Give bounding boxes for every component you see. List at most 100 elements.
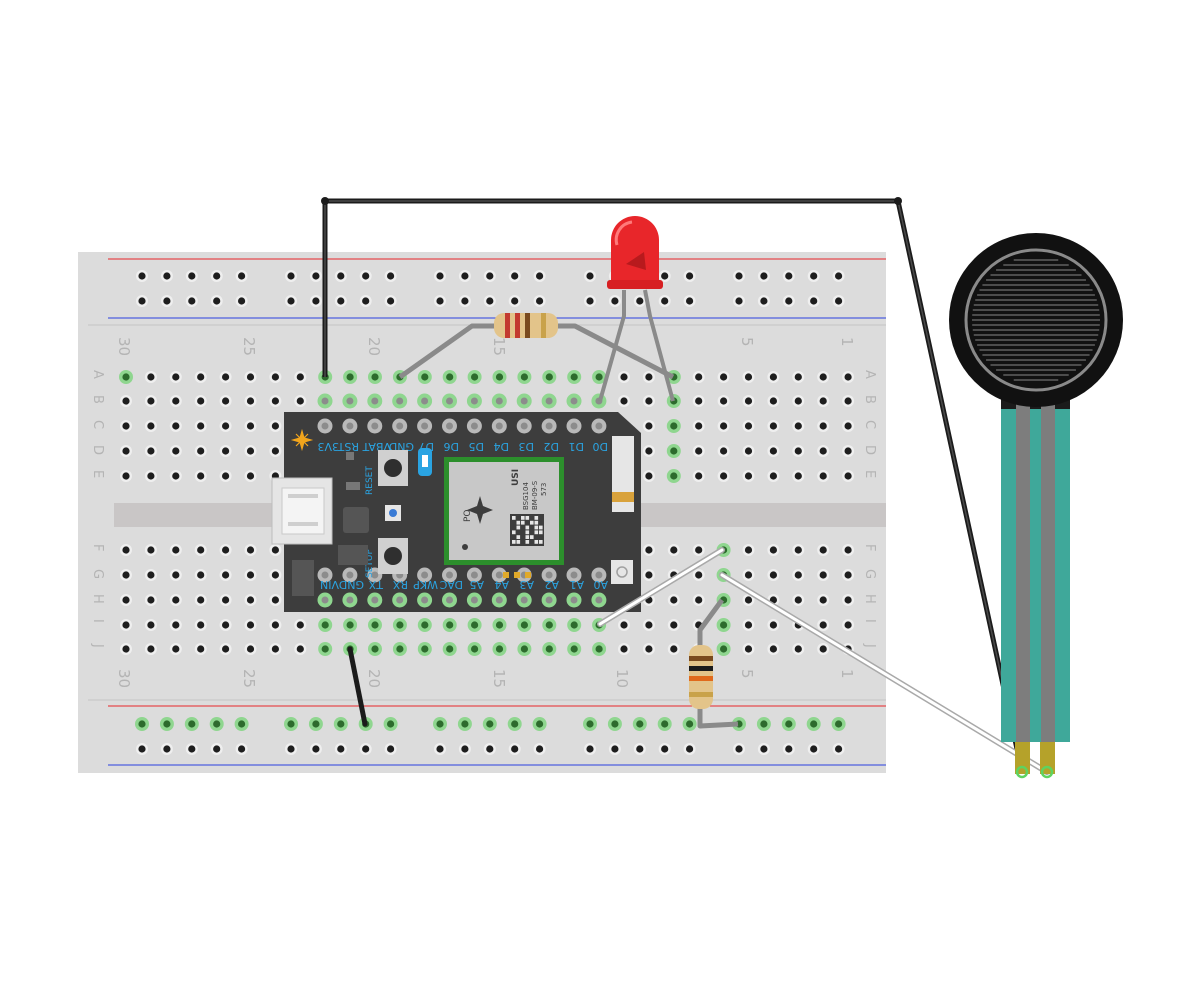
breadboard-hole[interactable]: [471, 621, 479, 629]
breadboard-hole[interactable]: [511, 745, 519, 753]
breadboard-hole[interactable]: [197, 422, 205, 430]
breadboard-hole[interactable]: [246, 472, 255, 480]
breadboard-hole[interactable]: [695, 472, 703, 480]
breadboard-hole[interactable]: [346, 373, 354, 381]
breadboard-hole[interactable]: [337, 720, 345, 728]
breadboard-hole[interactable]: [246, 422, 255, 430]
breadboard-hole[interactable]: [287, 745, 295, 753]
breadboard-hole[interactable]: [486, 745, 494, 753]
breadboard-hole[interactable]: [844, 571, 852, 579]
breadboard-hole[interactable]: [819, 621, 827, 629]
breadboard-hole[interactable]: [222, 472, 230, 480]
breadboard-hole[interactable]: [163, 297, 171, 305]
breadboard-hole[interactable]: [810, 745, 818, 753]
breadboard-hole[interactable]: [271, 571, 279, 579]
breadboard-hole[interactable]: [760, 720, 768, 728]
breadboard-hole[interactable]: [794, 571, 802, 579]
breadboard-hole[interactable]: [645, 447, 653, 455]
breadboard-hole[interactable]: [246, 397, 255, 405]
breadboard-hole[interactable]: [744, 645, 753, 653]
breadboard-hole[interactable]: [695, 422, 703, 430]
breadboard-hole[interactable]: [471, 373, 479, 381]
breadboard-hole[interactable]: [172, 472, 180, 480]
breadboard-hole[interactable]: [661, 297, 669, 305]
breadboard-hole[interactable]: [844, 472, 852, 480]
breadboard-hole[interactable]: [819, 645, 827, 653]
breadboard-hole[interactable]: [844, 397, 852, 405]
breadboard-hole[interactable]: [620, 373, 628, 381]
breadboard-hole[interactable]: [271, 422, 279, 430]
breadboard-hole[interactable]: [835, 745, 843, 753]
breadboard-hole[interactable]: [337, 297, 345, 305]
breadboard-hole[interactable]: [362, 745, 370, 753]
breadboard-hole[interactable]: [222, 447, 230, 455]
breadboard-hole[interactable]: [595, 645, 603, 653]
breadboard-hole[interactable]: [486, 720, 494, 728]
breadboard-hole[interactable]: [686, 272, 694, 280]
breadboard-hole[interactable]: [471, 645, 479, 653]
breadboard-hole[interactable]: [321, 621, 329, 629]
breadboard-hole[interactable]: [337, 272, 345, 280]
breadboard-hole[interactable]: [421, 621, 429, 629]
breadboard-hole[interactable]: [785, 297, 793, 305]
breadboard-hole[interactable]: [520, 645, 529, 653]
breadboard-hole[interactable]: [246, 645, 255, 653]
breadboard-hole[interactable]: [271, 373, 279, 381]
breadboard-hole[interactable]: [810, 272, 818, 280]
breadboard-hole[interactable]: [586, 297, 594, 305]
breadboard-hole[interactable]: [744, 596, 753, 604]
breadboard-hole[interactable]: [695, 447, 703, 455]
breadboard-hole[interactable]: [436, 745, 444, 753]
breadboard-hole[interactable]: [511, 297, 519, 305]
breadboard-hole[interactable]: [611, 745, 619, 753]
breadboard-hole[interactable]: [362, 297, 370, 305]
breadboard-hole[interactable]: [794, 397, 802, 405]
breadboard-hole[interactable]: [819, 422, 827, 430]
breadboard-hole[interactable]: [436, 297, 444, 305]
breadboard-hole[interactable]: [536, 297, 544, 305]
breadboard-hole[interactable]: [396, 621, 404, 629]
breadboard-hole[interactable]: [163, 720, 171, 728]
breadboard-hole[interactable]: [720, 447, 728, 455]
breadboard-hole[interactable]: [794, 645, 802, 653]
breadboard-hole[interactable]: [122, 621, 130, 629]
breadboard-hole[interactable]: [122, 596, 130, 604]
breadboard-hole[interactable]: [819, 571, 827, 579]
breadboard-hole[interactable]: [819, 472, 827, 480]
breadboard-hole[interactable]: [835, 272, 843, 280]
breadboard-hole[interactable]: [387, 297, 395, 305]
breadboard-hole[interactable]: [122, 373, 130, 381]
breadboard-hole[interactable]: [147, 571, 155, 579]
breadboard-hole[interactable]: [794, 596, 802, 604]
breadboard-hole[interactable]: [312, 272, 320, 280]
breadboard-hole[interactable]: [172, 447, 180, 455]
breadboard-hole[interactable]: [785, 720, 793, 728]
breadboard-hole[interactable]: [520, 621, 529, 629]
breadboard-hole[interactable]: [819, 596, 827, 604]
setup-button[interactable]: [384, 547, 402, 565]
breadboard-hole[interactable]: [810, 297, 818, 305]
breadboard-hole[interactable]: [819, 397, 827, 405]
breadboard-hole[interactable]: [172, 397, 180, 405]
breadboard-hole[interactable]: [645, 373, 653, 381]
breadboard-hole[interactable]: [595, 373, 603, 381]
breadboard-hole[interactable]: [371, 373, 379, 381]
breadboard-hole[interactable]: [844, 621, 852, 629]
breadboard-hole[interactable]: [436, 720, 444, 728]
breadboard-hole[interactable]: [246, 373, 255, 381]
breadboard-hole[interactable]: [122, 645, 130, 653]
breadboard-hole[interactable]: [835, 297, 843, 305]
breadboard-hole[interactable]: [222, 645, 230, 653]
breadboard-hole[interactable]: [122, 571, 130, 579]
breadboard-hole[interactable]: [661, 272, 669, 280]
breadboard-hole[interactable]: [695, 546, 703, 554]
breadboard-hole[interactable]: [446, 621, 454, 629]
breadboard-hole[interactable]: [670, 422, 678, 430]
breadboard-hole[interactable]: [720, 621, 728, 629]
breadboard-hole[interactable]: [222, 571, 230, 579]
breadboard-hole[interactable]: [611, 720, 619, 728]
breadboard-hole[interactable]: [197, 645, 205, 653]
breadboard-hole[interactable]: [246, 621, 255, 629]
breadboard-hole[interactable]: [520, 373, 529, 381]
breadboard-hole[interactable]: [287, 720, 295, 728]
